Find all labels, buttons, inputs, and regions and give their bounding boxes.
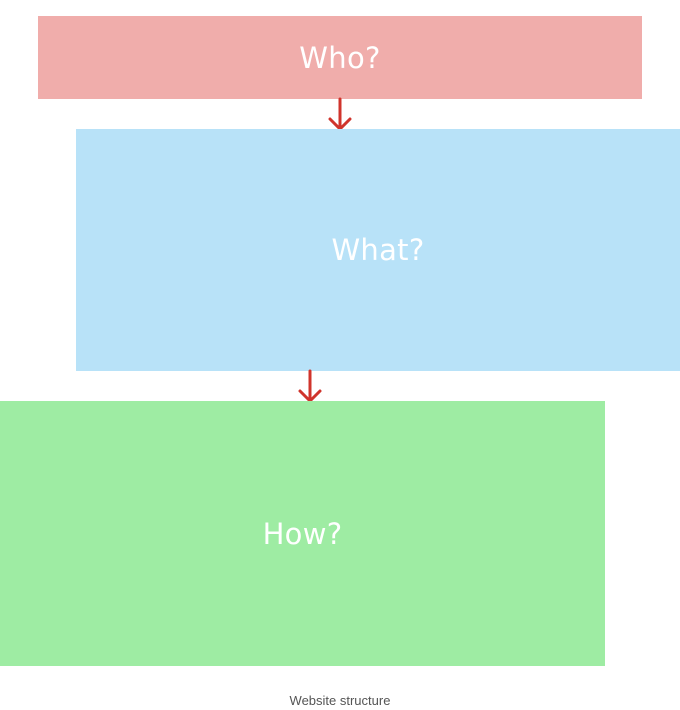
node-how: How? [0, 401, 605, 666]
arrow-what-to-how [298, 369, 322, 403]
node-what: What? [76, 129, 680, 371]
node-who: Who? [38, 16, 642, 99]
diagram-caption: Website structure [289, 693, 391, 708]
node-how-label: How? [262, 516, 343, 551]
node-what-label: What? [331, 233, 425, 267]
node-who-label: Who? [299, 40, 381, 75]
arrow-who-to-what [328, 97, 352, 131]
